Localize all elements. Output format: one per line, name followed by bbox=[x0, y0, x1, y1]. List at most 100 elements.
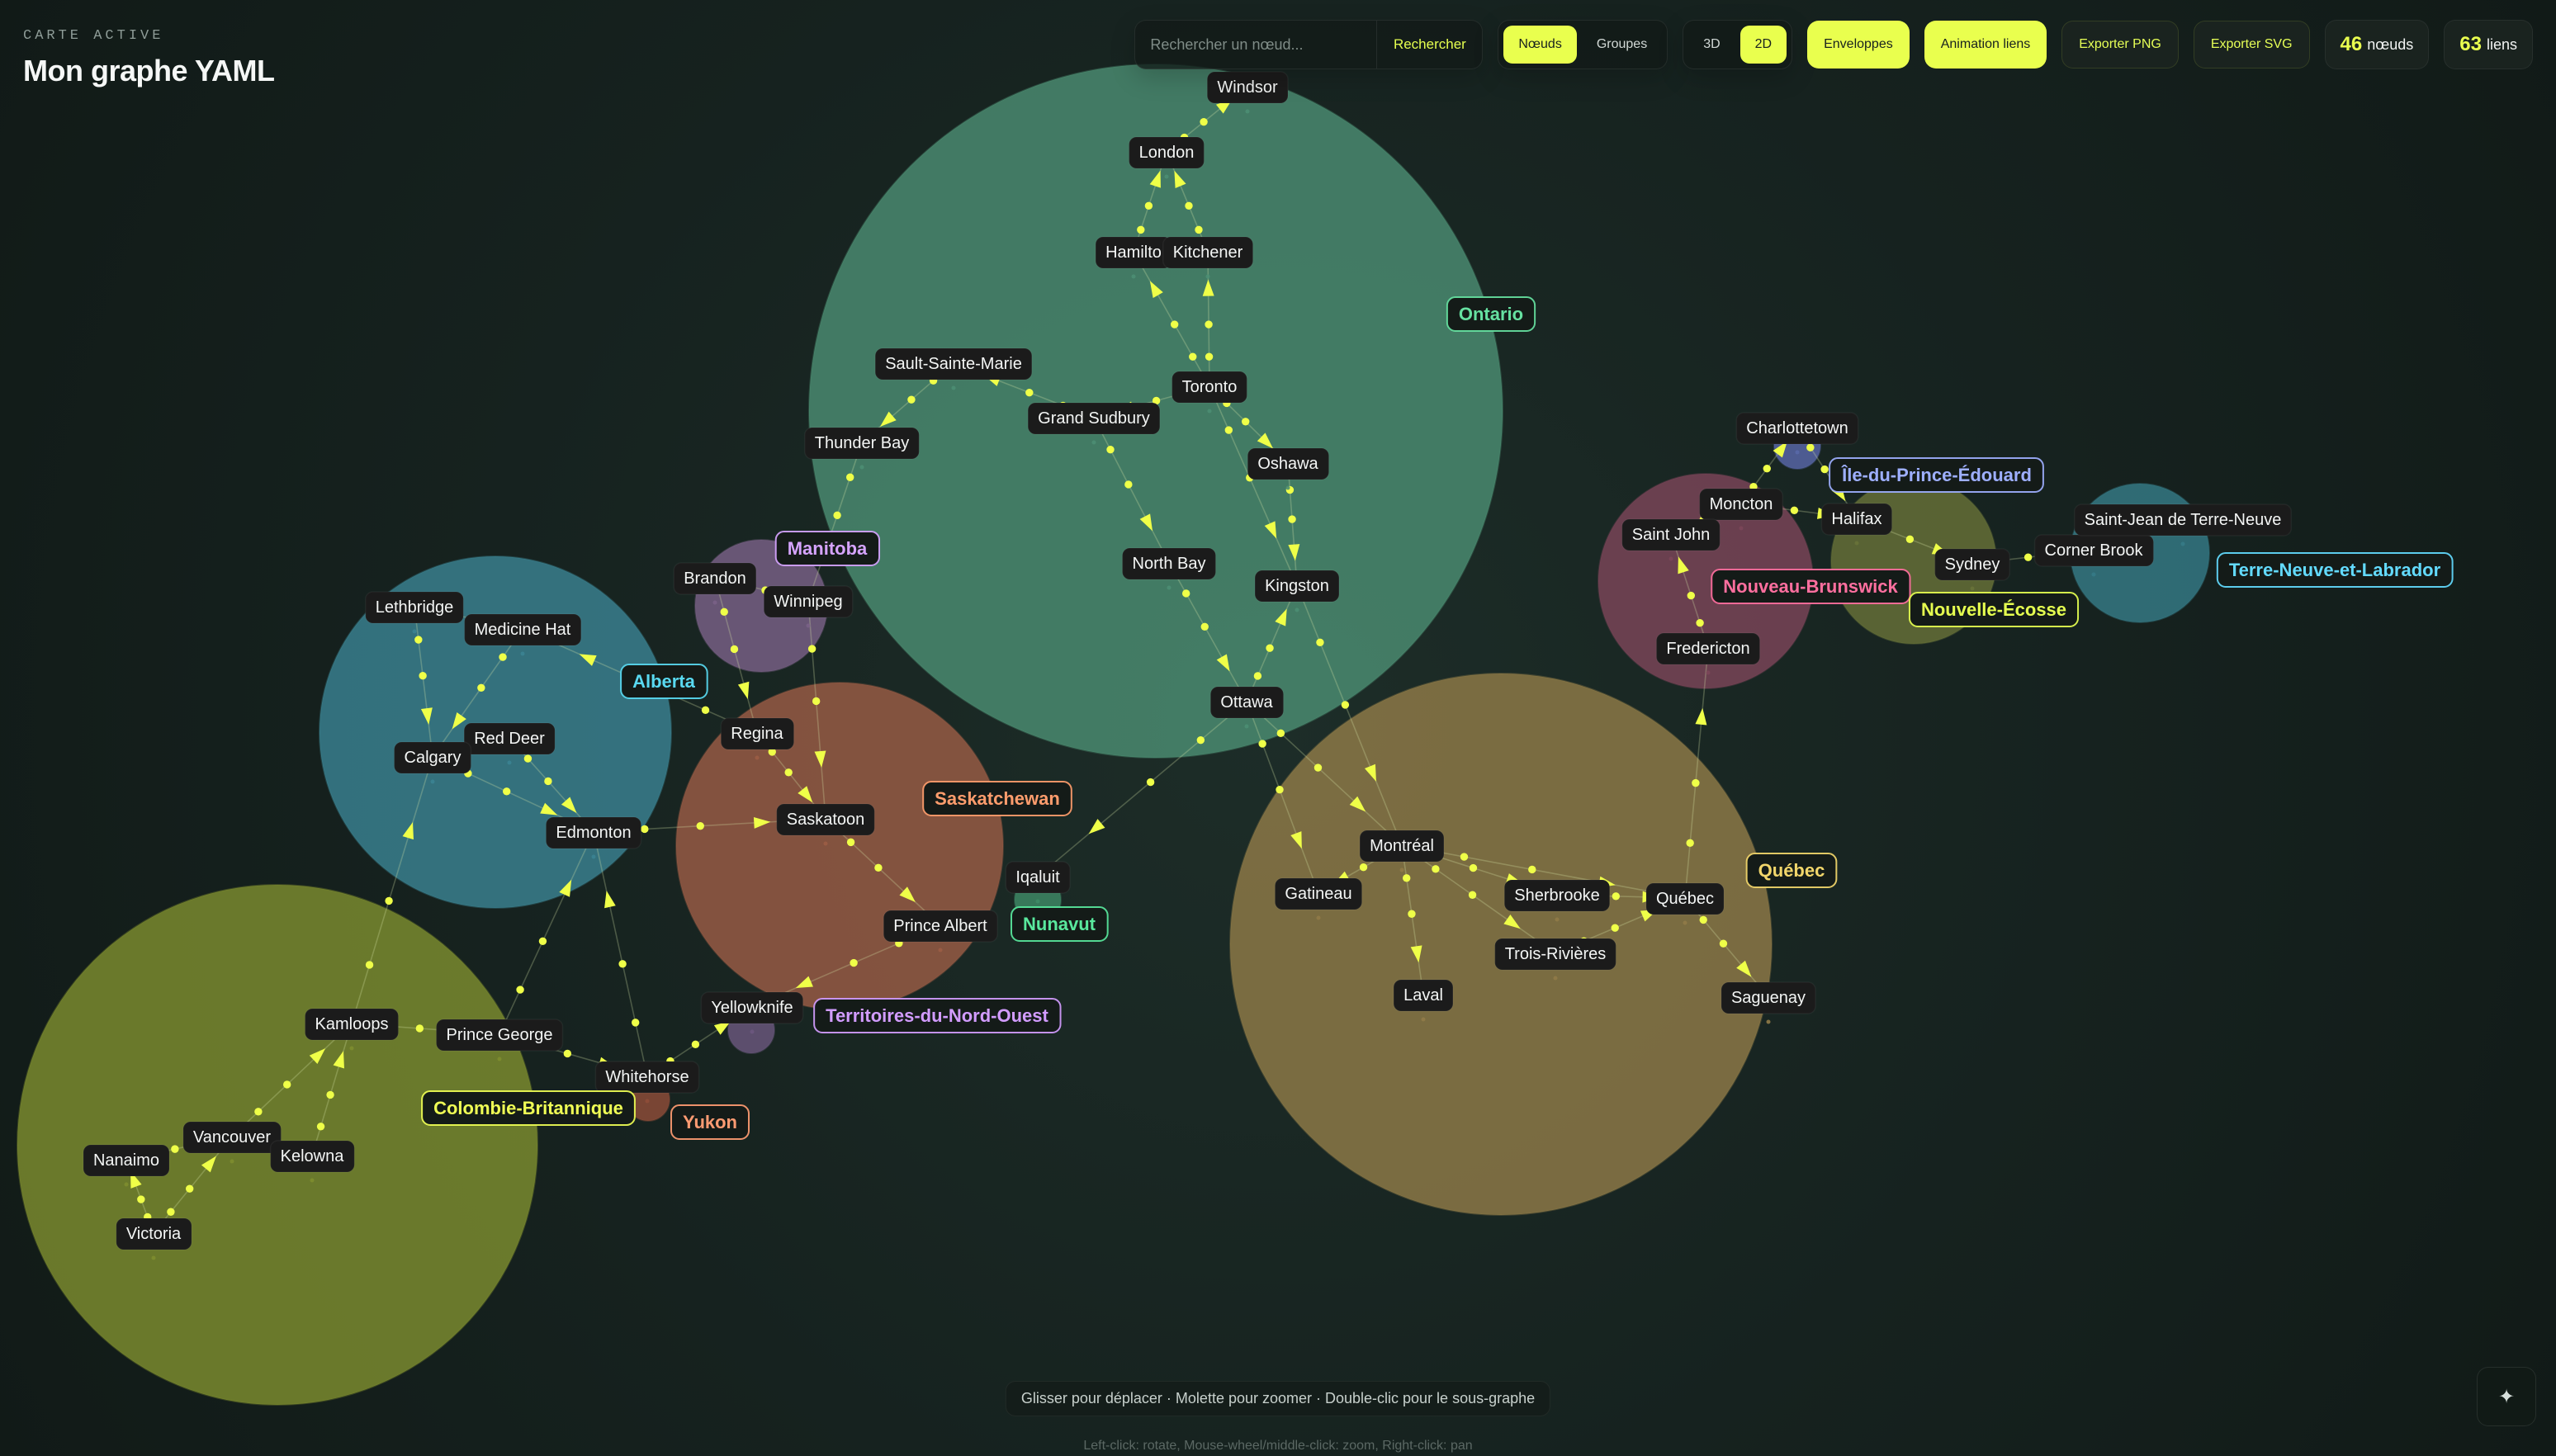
link-sudbury-northbay bbox=[1093, 417, 1170, 564]
node-label-iqaluit: Iqaluit bbox=[1015, 868, 1060, 886]
search-button[interactable]: Rechercher bbox=[1376, 21, 1482, 69]
search-input[interactable] bbox=[1135, 21, 1372, 69]
2d-button[interactable]: 2D bbox=[1740, 26, 1787, 64]
node-label-box-stjohns bbox=[2073, 503, 2293, 537]
link-particle-quebeccity-saguenay-2 bbox=[1719, 939, 1728, 948]
link-particle-montreal-gatineau-2 bbox=[1359, 863, 1368, 872]
link-arrow-montreal-troisrivieres bbox=[1503, 914, 1521, 929]
link-particle-northbay-ottawa-2 bbox=[1200, 622, 1209, 631]
node-gatineau[interactable]: Gatineau bbox=[1274, 877, 1363, 920]
node-whitehorse[interactable]: Whitehorse bbox=[594, 1061, 700, 1104]
3d-button[interactable]: 3D bbox=[1688, 26, 1735, 64]
node-oshawa[interactable]: Oshawa bbox=[1247, 447, 1330, 490]
link-particle-kamloops-princegeorge-2 bbox=[415, 1024, 424, 1033]
link-animation-button[interactable]: Animation liens bbox=[1924, 21, 2047, 69]
links-count-label: liens bbox=[2486, 35, 2517, 53]
header: CARTE ACTIVE Mon graphe YAML bbox=[23, 28, 275, 88]
node-hamilton[interactable]: Hamilto bbox=[1095, 236, 1172, 279]
group-label-tnl[interactable]: Terre-Neuve-et-Labrador bbox=[2216, 552, 2454, 588]
node-brandon[interactable]: Brandon bbox=[673, 562, 757, 605]
node-princealbert[interactable]: Prince Albert bbox=[883, 910, 998, 953]
node-saskatoon[interactable]: Saskatoon bbox=[775, 803, 876, 846]
node-quebeccity[interactable]: Québec bbox=[1645, 882, 1725, 925]
group-label-tno[interactable]: Territoires-du-Nord-Ouest bbox=[813, 998, 1062, 1033]
link-particle-montreal-quebeccity-2 bbox=[1528, 865, 1536, 874]
node-london[interactable]: London bbox=[1128, 136, 1205, 179]
node-victoria[interactable]: Victoria bbox=[116, 1217, 192, 1260]
node-saintjohn[interactable]: Saint John bbox=[1621, 518, 1721, 561]
group-label-ipe[interactable]: Île-du-Prince-Édouard bbox=[1829, 457, 2044, 493]
node-windsor[interactable]: Windsor bbox=[1206, 71, 1289, 114]
node-sherbrooke[interactable]: Sherbrooke bbox=[1503, 879, 1611, 922]
node-winnipeg[interactable]: Winnipeg bbox=[763, 585, 854, 628]
node-kamloops[interactable]: Kamloops bbox=[304, 1008, 400, 1051]
group-label-yukon[interactable]: Yukon bbox=[670, 1104, 750, 1140]
node-thunderbay[interactable]: Thunder Bay bbox=[803, 427, 921, 470]
group-label-box-tno bbox=[813, 998, 1062, 1033]
node-princegeorge[interactable]: Prince George bbox=[435, 1019, 564, 1061]
node-montreal[interactable]: Montréal bbox=[1359, 830, 1445, 872]
node-moncton[interactable]: Moncton bbox=[1698, 488, 1784, 531]
node-kelowna[interactable]: Kelowna bbox=[269, 1140, 355, 1183]
group-label-alberta[interactable]: Alberta bbox=[620, 664, 708, 699]
node-kitchener[interactable]: Kitchener bbox=[1162, 236, 1254, 279]
recenter-icon: ✦ bbox=[2497, 1385, 2516, 1408]
node-yellowknife[interactable]: Yellowknife bbox=[700, 991, 804, 1034]
node-nanaimo[interactable]: Nanaimo bbox=[83, 1144, 170, 1187]
node-charlottetown[interactable]: Charlottetown bbox=[1735, 412, 1859, 455]
recenter-button[interactable]: ✦ bbox=[2477, 1367, 2536, 1426]
node-regina[interactable]: Regina bbox=[720, 717, 795, 760]
group-label-box-manitoba bbox=[774, 531, 881, 566]
node-stjohns[interactable]: Saint-Jean de Terre-Neuve bbox=[2073, 503, 2293, 546]
node-calgary[interactable]: Calgary bbox=[393, 741, 472, 784]
node-laval[interactable]: Laval bbox=[1393, 979, 1454, 1022]
node-anchor-fredericton bbox=[1706, 670, 1711, 675]
node-anchor-toronto bbox=[1207, 409, 1212, 414]
group-label-manitoba[interactable]: Manitoba bbox=[774, 531, 881, 566]
node-anchor-lethbridge bbox=[412, 629, 417, 634]
node-sudbury[interactable]: Grand Sudbury bbox=[1027, 402, 1161, 445]
group-label-text-tno: Territoires-du-Nord-Ouest bbox=[826, 1005, 1048, 1026]
group-label-sask[interactable]: Saskatchewan bbox=[922, 781, 1072, 816]
node-reddeer[interactable]: Red Deer bbox=[463, 722, 556, 765]
nodes-mode-button[interactable]: Nœuds bbox=[1503, 26, 1577, 64]
export-svg-button[interactable]: Exporter SVG bbox=[2193, 21, 2310, 69]
node-fredericton[interactable]: Fredericton bbox=[1655, 632, 1761, 675]
node-anchor-thunderbay bbox=[859, 465, 864, 470]
link-arrow-kelowna-kamloops bbox=[333, 1051, 344, 1069]
node-troisrivieres[interactable]: Trois-Rivières bbox=[1493, 938, 1617, 981]
node-toronto[interactable]: Toronto bbox=[1171, 371, 1248, 414]
node-saguenay[interactable]: Saguenay bbox=[1721, 981, 1816, 1024]
node-edmonton[interactable]: Edmonton bbox=[545, 816, 642, 859]
groups-mode-button[interactable]: Groupes bbox=[1582, 26, 1662, 64]
node-medicinehat[interactable]: Medicine Hat bbox=[463, 613, 582, 656]
node-ssm[interactable]: Sault-Sainte-Marie bbox=[874, 347, 1033, 390]
group-label-ns[interactable]: Nouvelle-Écosse bbox=[1908, 592, 2080, 627]
node-label-box-montreal bbox=[1359, 830, 1445, 863]
group-label-nb[interactable]: Nouveau-Brunswick bbox=[1711, 569, 1911, 604]
link-particle-toronto-hamilton-1 bbox=[1189, 352, 1197, 361]
node-kingston[interactable]: Kingston bbox=[1254, 570, 1340, 612]
node-halifax[interactable]: Halifax bbox=[1820, 503, 1893, 546]
node-vancouver[interactable]: Vancouver bbox=[182, 1121, 282, 1164]
node-lethbridge[interactable]: Lethbridge bbox=[364, 591, 465, 634]
export-png-button[interactable]: Exporter PNG bbox=[2061, 21, 2179, 69]
link-particle-montreal-laval-2 bbox=[1408, 910, 1416, 918]
group-label-nunavut[interactable]: Nunavut bbox=[1011, 906, 1109, 942]
node-ottawa[interactable]: Ottawa bbox=[1209, 686, 1285, 729]
node-anchor-reddeer bbox=[507, 760, 512, 765]
node-sydney[interactable]: Sydney bbox=[1934, 548, 2011, 591]
link-montreal-quebeccity bbox=[1401, 844, 1686, 899]
link-arrow-toronto-kitchener bbox=[1202, 279, 1214, 296]
link-saskatoon-princealbert bbox=[825, 818, 941, 926]
link-particle-whitehorse-edmonton-1 bbox=[632, 1019, 640, 1027]
node-label-nanaimo: Nanaimo bbox=[93, 1151, 159, 1170]
group-label-quebec[interactable]: Québec bbox=[1745, 853, 1838, 888]
node-northbay[interactable]: North Bay bbox=[1121, 547, 1217, 590]
node-iqaluit[interactable]: Iqaluit bbox=[1005, 861, 1071, 904]
node-label-saskatoon: Saskatoon bbox=[787, 811, 865, 829]
envelopes-button[interactable]: Enveloppes bbox=[1807, 21, 1910, 69]
group-label-cb[interactable]: Colombie-Britannique bbox=[421, 1090, 636, 1126]
group-label-ontario[interactable]: Ontario bbox=[1446, 296, 1536, 332]
